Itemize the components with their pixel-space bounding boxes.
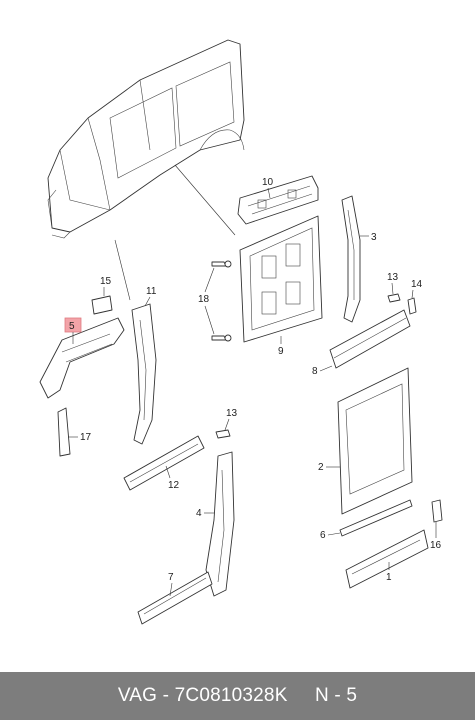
part-13-bracket-lower [215, 429, 231, 439]
part-4-a-pillar [205, 451, 235, 597]
part-7-lower-rail [137, 571, 213, 625]
part-18-bolts [211, 260, 232, 342]
callout-12: 12 [168, 480, 180, 491]
part-16-bracket [431, 499, 443, 523]
callout-1: 1 [386, 572, 392, 583]
van-body-outline [47, 39, 245, 239]
callout-10: 10 [262, 177, 274, 188]
callout-9: 9 [278, 346, 284, 357]
part-6-lower-strip [339, 499, 413, 537]
callout-15: 15 [100, 276, 112, 287]
part-3-b-pillar [341, 195, 361, 323]
part-9-door-inner-panel [239, 215, 323, 343]
callout-11: 11 [146, 286, 157, 297]
part-13-bracket-upper [387, 293, 401, 303]
callout-7: 7 [168, 572, 174, 583]
part-11-c-pillar [131, 303, 157, 445]
part-8-trim-strip [329, 309, 411, 369]
callout-4: 4 [196, 508, 202, 519]
part-12-sill-strip [123, 435, 205, 491]
callout-16: 16 [430, 540, 442, 551]
part-1-rocker-sill [345, 529, 429, 589]
callout-5: 5 [69, 321, 75, 332]
part-17-lower-bracket [57, 407, 71, 457]
callout-13-lower: 13 [226, 408, 238, 419]
part-2-outer-door-panel [337, 367, 413, 515]
callout-17: 17 [80, 432, 92, 443]
part-15-gusset [91, 295, 113, 315]
callout-18: 18 [198, 294, 210, 305]
callout-3: 3 [371, 232, 377, 243]
parts-diagram: 10 9 18 3 13 14 8 [39, 39, 443, 625]
part-10-upper-rail [237, 175, 319, 225]
callout-14: 14 [411, 279, 423, 290]
part-14-clip [407, 297, 417, 315]
callout-2: 2 [318, 462, 324, 473]
part-5-inner-frame [39, 317, 125, 399]
callout-6: 6 [320, 530, 326, 541]
footer-part-number: VAG - 7C0810328K N - 5 [117, 685, 358, 706]
callout-13-upper: 13 [387, 272, 399, 283]
callout-8: 8 [312, 366, 318, 377]
footer-bar: VAG - 7C0810328K N - 5 [0, 672, 475, 720]
